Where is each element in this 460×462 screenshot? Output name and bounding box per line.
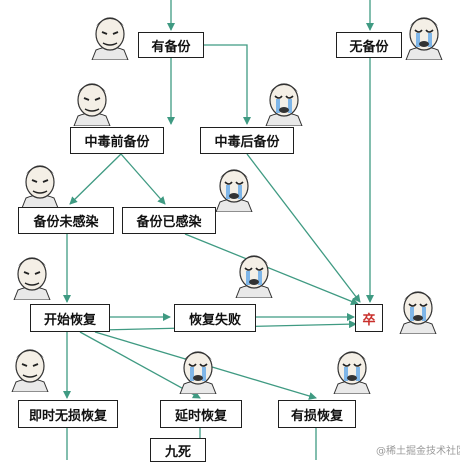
arrow-pre-to-infected [120,153,166,205]
node-dead: 卒 [355,304,383,332]
watermark: @稀土掘金技术社区 [376,446,460,457]
node-has-backup: 有备份 [138,32,204,58]
meme-face-crying-icon [399,291,437,334]
arrow-start-to-delayed [79,331,201,399]
node-infected-post-backup: 中毒后备份 [200,127,294,154]
node-lossy-restore: 有损恢复 [278,400,356,428]
meme-face-crying-icon [265,83,303,126]
meme-face-crying-icon [215,169,253,212]
node-instant-lossless-restore: 即时无损恢复 [18,400,118,428]
node-backup-infected: 备份已感染 [122,207,216,234]
arrow-post-to-dead [246,153,361,303]
meme-face-smug-icon [13,257,51,300]
meme-face-smug-icon [21,165,59,208]
meme-face-smug-icon [11,349,49,392]
node-start-restore: 开始恢复 [30,304,110,332]
meme-face-crying-icon [333,351,371,394]
meme-face-smug-icon [91,17,129,60]
arrow-has-to-post [196,44,251,125]
meme-face-crying-icon [235,255,273,298]
node-nine-deaths: 九死 [150,438,206,462]
meme-face-crying-icon [179,351,217,394]
node-no-backup: 无备份 [336,32,402,58]
arrow-pre-to-clean [69,153,122,205]
node-restore-failed: 恢复失败 [174,304,256,332]
arrow-infected-to-dead [184,233,359,306]
meme-face-smug-icon [73,83,111,126]
node-infected-pre-backup: 中毒前备份 [70,127,164,154]
node-delayed-restore: 延时恢复 [160,400,242,428]
node-backup-clean: 备份未感染 [18,207,114,234]
meme-face-crying-icon [405,17,443,60]
